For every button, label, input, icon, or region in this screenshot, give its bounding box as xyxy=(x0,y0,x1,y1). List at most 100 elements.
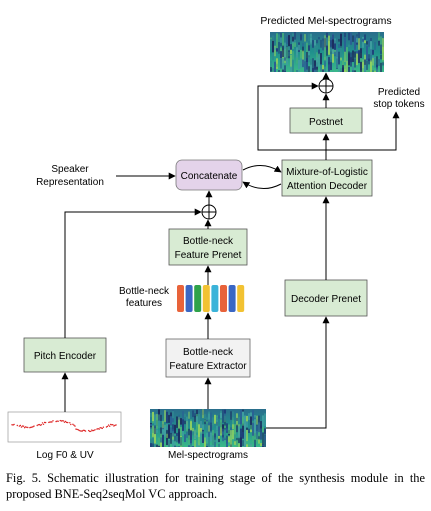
spectrogram-streak xyxy=(250,429,252,433)
spectrogram-streak xyxy=(220,427,222,436)
spectrogram-streak xyxy=(216,420,218,431)
f0-point xyxy=(33,425,35,427)
attention-decoder-box xyxy=(281,159,373,197)
spectrogram-streak xyxy=(280,58,282,69)
connectors xyxy=(61,72,400,429)
spectrogram-streak xyxy=(172,438,174,447)
spectrogram-streak xyxy=(310,64,312,72)
spectrogram-streak xyxy=(216,430,218,436)
spectrogram-streak xyxy=(260,443,262,447)
spectrogram-streak xyxy=(218,426,220,436)
spectrogram-streak xyxy=(176,416,178,428)
f0-point xyxy=(81,430,84,432)
bn-features-line2: features xyxy=(126,298,162,309)
spectrogram-streak xyxy=(166,411,168,424)
spectrogram-streak xyxy=(356,42,358,45)
spectrogram-streak xyxy=(236,440,238,447)
spectrogram-streak xyxy=(194,430,196,439)
f0-point xyxy=(49,421,51,423)
spectrogram-streak xyxy=(308,50,310,56)
spectrogram-streak xyxy=(264,434,266,447)
spectrogram-streak xyxy=(330,40,332,48)
spectrogram-streak xyxy=(194,413,196,418)
spectrogram-streak xyxy=(250,416,252,429)
spectrogram-streak xyxy=(152,433,154,437)
spectrogram-streak xyxy=(180,418,182,425)
spectrogram-streak xyxy=(280,47,282,54)
spectrogram-streak xyxy=(378,40,380,46)
feature-bar xyxy=(220,285,227,312)
spectrogram-streak xyxy=(274,47,276,51)
spectrogram-streak xyxy=(376,67,378,72)
f0-point xyxy=(77,429,79,431)
spectrogram-streak xyxy=(188,428,190,440)
spectrogram-streak xyxy=(340,68,342,72)
spectrogram-streak xyxy=(200,428,202,434)
spectrogram-streak xyxy=(274,45,276,57)
spectrogram-streak xyxy=(156,444,158,447)
spectrogram-streak xyxy=(310,37,312,43)
spectrogram-streak xyxy=(150,427,152,434)
attention-decoder-line2: Attention Decoder xyxy=(287,181,368,192)
spectrogram-streak xyxy=(206,443,208,447)
speaker-line2: Representation xyxy=(36,177,104,188)
spectrogram-streak xyxy=(182,419,184,431)
spectrogram-streak xyxy=(352,66,354,71)
f0-point xyxy=(62,420,65,422)
spectrogram-streak xyxy=(178,414,180,420)
log-f0-plot xyxy=(7,411,122,443)
spectrogram-streak xyxy=(278,41,280,54)
spectrogram-streak xyxy=(364,64,366,72)
spectrogram-streak xyxy=(210,432,212,442)
spectrogram-streak xyxy=(354,51,356,58)
spectrogram-streak xyxy=(362,36,364,48)
spectrogram-streak xyxy=(160,427,162,437)
spectrogram-streak xyxy=(342,60,344,66)
spectrogram-streak xyxy=(170,412,172,418)
figure-caption: Fig. 5. Schematic illustration for train… xyxy=(6,471,425,501)
spectrogram-streak xyxy=(248,430,250,434)
spectrogram-streak xyxy=(190,421,192,431)
spectrogram-streak xyxy=(174,424,176,434)
spectrogram-streak xyxy=(154,414,156,428)
spectrogram-streak xyxy=(344,48,346,63)
spectrogram-streak xyxy=(314,65,316,71)
spectrogram-streak xyxy=(222,428,224,442)
f0-point xyxy=(72,423,74,425)
spectrogram-streak xyxy=(170,416,172,426)
feature-bar xyxy=(211,285,219,312)
spectrogram-streak xyxy=(258,439,260,444)
spectrogram-streak xyxy=(378,32,380,39)
spectrogram-streak xyxy=(276,33,278,49)
spectrogram-streak xyxy=(380,44,382,55)
spectrogram-streak xyxy=(158,445,160,447)
spectrogram-streak xyxy=(240,417,242,425)
spectrogram-streak xyxy=(332,48,334,63)
spectrogram-streak xyxy=(234,441,236,445)
spectrogram-streak xyxy=(238,416,240,426)
spectrogram-streak xyxy=(222,409,224,423)
spectrogram-streak xyxy=(172,433,174,440)
spectrogram-streak xyxy=(276,63,278,68)
spectrogram-streak xyxy=(248,428,250,432)
spectrogram-streak xyxy=(286,46,288,60)
spectrogram-streak xyxy=(356,34,358,38)
spectrogram-streak xyxy=(188,445,190,447)
spectrogram-streak xyxy=(234,424,236,439)
spectrogram-streak xyxy=(162,435,164,447)
spectrogram-streak xyxy=(300,33,302,40)
spectrogram-streak xyxy=(262,445,264,447)
spectrogram-streak xyxy=(240,428,242,442)
spectrogram-streak xyxy=(294,39,296,42)
spectrogram-streak xyxy=(272,68,274,72)
spectrogram-streak xyxy=(340,45,342,58)
spectrogram-streak xyxy=(330,46,332,59)
spectrogram-streak xyxy=(196,423,198,433)
spectrogram-streak xyxy=(270,60,272,67)
feature-bar xyxy=(202,285,210,312)
spectrogram-streak xyxy=(186,427,188,432)
spectrogram-streak xyxy=(332,71,334,72)
spectrogram-streak xyxy=(154,428,156,441)
spectrogram-streak xyxy=(158,437,160,447)
spectrogram-streak xyxy=(212,417,214,428)
